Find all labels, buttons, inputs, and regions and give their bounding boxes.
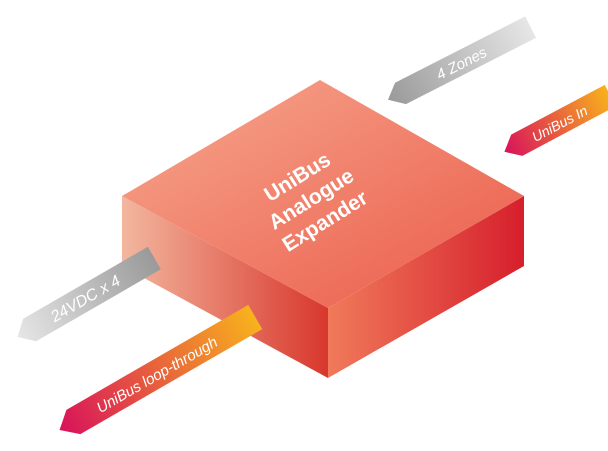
unibus-in-arrow: UniBus In — [504, 84, 608, 156]
loop-through-label: UniBus loop-through — [94, 334, 221, 417]
module-box-top-face — [122, 80, 524, 308]
module-box-side-face — [328, 196, 524, 378]
zones-output-arrow: 4 Zones — [388, 16, 537, 105]
power-input-arrow: 24VDC x 4 — [17, 246, 161, 342]
unibus-loop-through-arrow: UniBus loop-through — [59, 304, 263, 435]
module-box-front-face — [122, 196, 328, 378]
